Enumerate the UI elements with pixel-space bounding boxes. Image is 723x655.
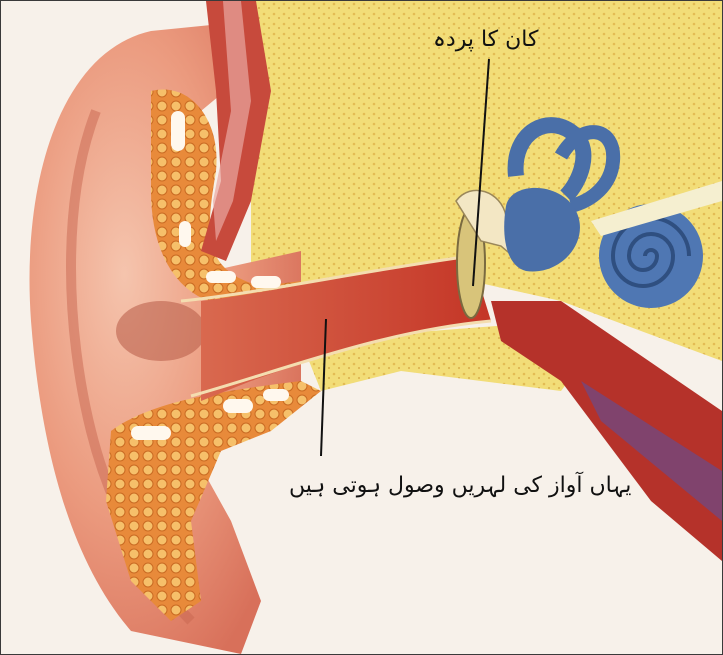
pocket: [251, 276, 281, 288]
concha-shadow: [116, 301, 206, 361]
pocket: [179, 221, 191, 247]
label-sound-waves: یہاں آواز کی لہریں وصول ہوتی ہیں: [289, 473, 631, 498]
pocket: [171, 111, 185, 151]
pocket: [206, 271, 236, 283]
label-eardrum: کان کا پردہ: [433, 27, 538, 52]
pocket: [263, 389, 289, 401]
pocket: [131, 426, 171, 440]
pocket: [223, 399, 253, 413]
